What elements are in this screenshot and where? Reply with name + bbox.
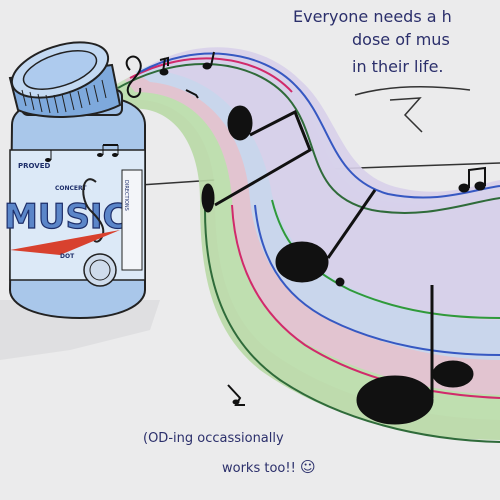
note-dot xyxy=(335,277,345,287)
scribble xyxy=(389,97,423,133)
label-small-text: CONCERT xyxy=(55,185,87,192)
bottle-cap xyxy=(8,41,122,118)
label-side-panel xyxy=(121,169,143,271)
pill-bottle: PROVED CONCERT MUSIC DOT DIRECTIONS xyxy=(3,41,146,320)
treble-clef-icon xyxy=(125,55,142,98)
caption: Everyone needs a h dose of mus in their … xyxy=(293,7,471,133)
note-head xyxy=(227,105,253,141)
label-bottom-text: DOT xyxy=(60,253,75,260)
note-head xyxy=(201,183,215,213)
note-head xyxy=(159,68,169,76)
caption-line2: dose of mus xyxy=(352,30,450,49)
music-notes xyxy=(159,51,486,425)
label-seal xyxy=(83,253,117,287)
shadow xyxy=(0,300,160,360)
caption-line3: in their life. xyxy=(352,57,444,76)
treble-clef-heart-icon xyxy=(82,178,105,243)
footnote-line2: works too!! xyxy=(222,461,296,476)
note-beam xyxy=(214,109,312,207)
note-beam xyxy=(468,166,486,188)
note-head xyxy=(202,62,212,70)
note-flag xyxy=(185,89,199,99)
note-stem xyxy=(326,189,377,259)
footnote: (OD-ing occassionally works too!! ☺ xyxy=(143,431,316,476)
note-head xyxy=(275,241,329,283)
note-head xyxy=(458,183,470,193)
footnote-line1: (OD-ing occassionally xyxy=(143,431,284,446)
label-notes xyxy=(45,144,119,162)
note-head xyxy=(432,360,474,388)
smiley-icon: ☺ xyxy=(300,458,316,476)
underline-swoosh xyxy=(354,86,471,96)
note-head xyxy=(232,399,240,405)
label-red-swoosh xyxy=(10,230,120,255)
note-stem xyxy=(210,51,215,67)
label-seal-inner xyxy=(89,259,111,281)
note-head xyxy=(474,181,486,191)
label-top-text: PROVED xyxy=(18,162,50,170)
label-brand: MUSIC xyxy=(4,197,128,237)
label-side-text: DIRECTIONS xyxy=(123,180,129,211)
caption-line1: Everyone needs a h xyxy=(293,7,452,26)
note-head xyxy=(356,375,434,425)
